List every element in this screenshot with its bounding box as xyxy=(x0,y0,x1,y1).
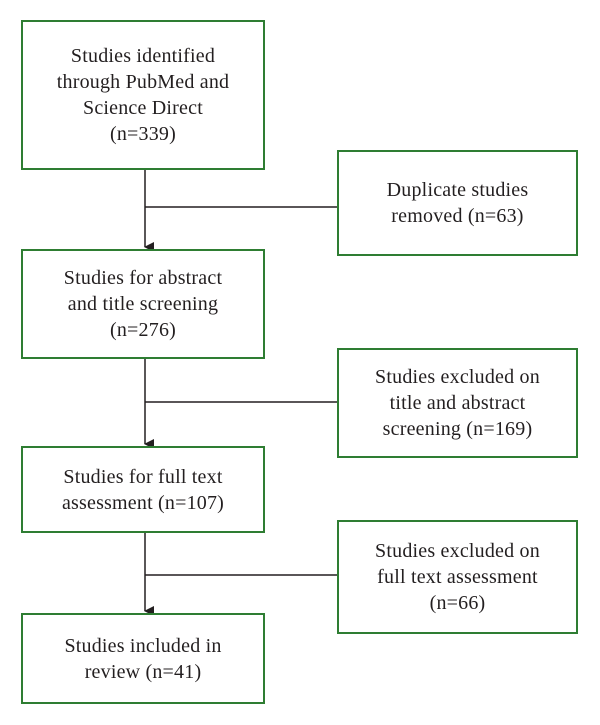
excluded-title-abstract-box: Studies excluded on title and abstract s… xyxy=(337,348,578,458)
screening-line-1: Studies for abstract xyxy=(63,267,223,289)
duplicates-line-2: removed (n=63) xyxy=(391,205,524,227)
fulltext-text: Studies for full text assessment (n=107) xyxy=(62,464,224,516)
excluded-fulltext-box: Studies excluded on full text assessment… xyxy=(337,520,578,634)
fulltext-box: Studies for full text assessment (n=107) xyxy=(21,446,265,533)
identified-box: Studies identified through PubMed and Sc… xyxy=(21,20,265,170)
screening-line-2: and title screening xyxy=(67,293,219,315)
identified-text: Studies identified through PubMed and Sc… xyxy=(57,43,229,147)
included-box: Studies included in review (n=41) xyxy=(21,613,265,704)
screening-text: Studies for abstract and title screening… xyxy=(64,265,222,343)
included-text: Studies included in review (n=41) xyxy=(64,633,221,685)
excluded-title-abstract-line-3: screening (n=169) xyxy=(382,418,533,440)
identified-line-3: Science Direct xyxy=(83,97,203,119)
excluded-fulltext-line-1: Studies excluded on xyxy=(375,540,540,562)
excluded-title-abstract-text: Studies excluded on title and abstract s… xyxy=(375,364,540,442)
excluded-title-abstract-line-1: Studies excluded on xyxy=(375,366,540,388)
duplicates-box: Duplicate studies removed (n=63) xyxy=(337,150,578,256)
identified-line-1: Studies identified xyxy=(70,45,216,67)
fulltext-line-1: Studies for full text xyxy=(63,465,223,488)
included-line-1: Studies included in xyxy=(64,634,222,657)
duplicates-line-1: Duplicate studies xyxy=(386,179,529,201)
identified-line-4: (n=339) xyxy=(109,123,176,145)
excluded-fulltext-line-3: (n=66) xyxy=(429,592,486,614)
screening-box: Studies for abstract and title screening… xyxy=(21,249,265,359)
screening-line-3: (n=276) xyxy=(110,319,176,341)
identified-line-2: through PubMed and xyxy=(56,71,230,93)
excluded-fulltext-line-2: full text assessment xyxy=(377,566,538,588)
fulltext-line-2: assessment (n=107) xyxy=(61,491,225,514)
included-line-2: review (n=41) xyxy=(84,660,202,683)
duplicates-text: Duplicate studies removed (n=63) xyxy=(387,177,529,229)
excluded-title-abstract-line-2: title and abstract xyxy=(389,392,526,414)
excluded-fulltext-text: Studies excluded on full text assessment… xyxy=(375,538,540,616)
